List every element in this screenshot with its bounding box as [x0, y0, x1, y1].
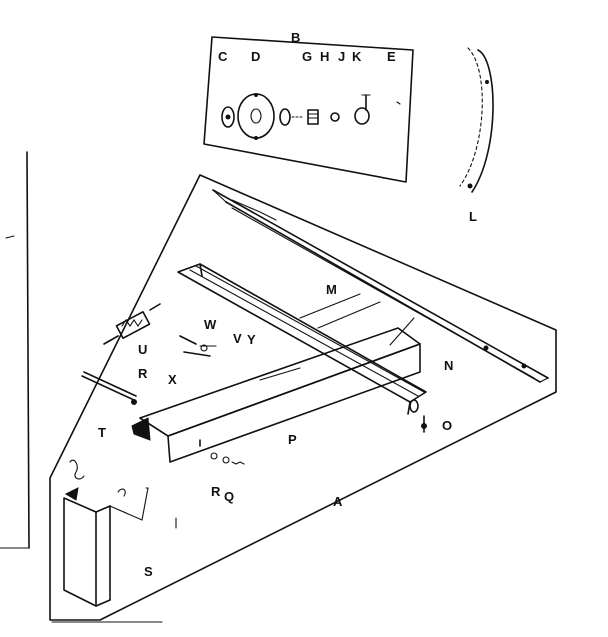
label-m: M [326, 282, 337, 297]
cross-support [259, 293, 415, 381]
label-r1: R [138, 366, 148, 381]
label-k: K [352, 49, 362, 64]
label-q: Q [224, 489, 234, 504]
rod [81, 371, 137, 405]
label-y: Y [247, 332, 256, 347]
part-o-screw [421, 415, 427, 433]
label-d: D [251, 49, 260, 64]
label-h: H [320, 49, 329, 64]
small-parts-tray [203, 36, 414, 183]
upper-rail [212, 189, 549, 383]
center-bar [177, 263, 427, 415]
label-e: E [387, 49, 396, 64]
label-b: B [291, 30, 300, 45]
label-j: J [338, 49, 345, 64]
label-r2: R [211, 484, 221, 499]
label-s: S [144, 564, 153, 579]
label-c: C [218, 49, 228, 64]
label-o: O [442, 418, 452, 433]
label-n: N [444, 358, 453, 373]
spring-part [103, 303, 161, 345]
label-v: V [233, 331, 242, 346]
base-tray [49, 174, 557, 621]
screws-qr [199, 439, 245, 465]
bracket-wvy [179, 335, 217, 357]
label-a: A [333, 494, 343, 509]
left-border-lines [0, 151, 30, 549]
label-u: U [138, 342, 147, 357]
label-x: X [168, 372, 177, 387]
label-l: L [469, 209, 477, 224]
part-l-ring [459, 47, 494, 193]
part-s-post [63, 459, 177, 607]
label-p: P [288, 432, 297, 447]
label-w: W [204, 317, 217, 332]
front-channel [131, 327, 421, 463]
label-g: G [302, 49, 312, 64]
label-t: T [98, 425, 106, 440]
